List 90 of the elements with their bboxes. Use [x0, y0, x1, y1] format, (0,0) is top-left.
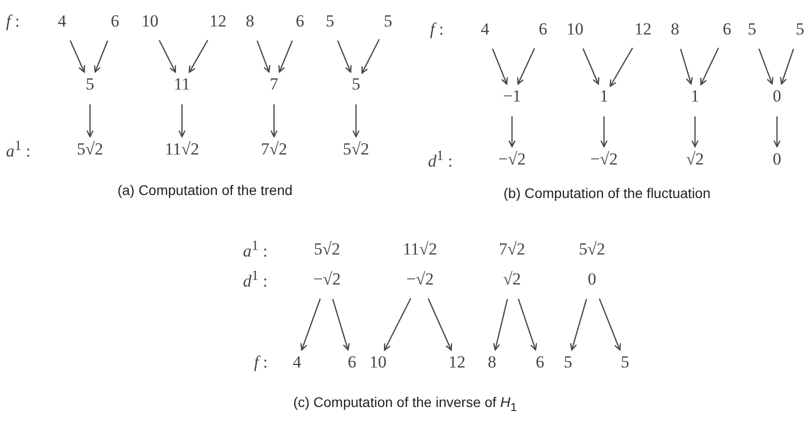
arrow [508, 116, 516, 148]
value-text: 8 [246, 12, 254, 32]
arrow [70, 40, 86, 73]
value-text: 12 [448, 354, 466, 372]
arrow [598, 298, 621, 351]
arrow [278, 40, 293, 73]
value-text: −√2 [590, 150, 618, 170]
value-text: 5√2 [76, 140, 104, 160]
row-label: d$^{1}$ : [428, 148, 453, 172]
value-text: 4 [58, 12, 66, 32]
value-text: 6 [536, 354, 544, 372]
value-text: 5 [564, 354, 572, 372]
value-text: 1 [600, 88, 608, 106]
arrow [188, 40, 208, 73]
arrow [361, 39, 380, 74]
arrow [337, 40, 352, 73]
row-label: d$^{1}$ : [243, 268, 268, 292]
caption: (c) Computation of the inverse of H$_{1}$ [293, 394, 517, 414]
value-text: 11√2 [402, 240, 438, 260]
value-text: 6 [348, 354, 356, 372]
value-text: −√2 [313, 270, 341, 290]
value-text: 5 [326, 12, 334, 32]
value-text: 6 [296, 12, 304, 32]
arrow [86, 104, 94, 138]
arrow [332, 298, 350, 350]
arrow [780, 48, 794, 84]
value-text: 12 [210, 12, 226, 32]
arrow [680, 48, 693, 84]
value-text: √2 [503, 270, 521, 290]
value-text: 1 [690, 88, 700, 106]
value-text: 5 [796, 20, 804, 40]
value-text: 12 [634, 20, 652, 40]
value-text: 7 [270, 76, 278, 94]
value-text: 5√2 [342, 140, 370, 160]
value-text: 8 [670, 20, 680, 40]
value-text: 7√2 [260, 140, 288, 160]
value-text: 6 [538, 20, 548, 40]
row-label: f : [254, 354, 268, 372]
arrow [570, 298, 588, 350]
arrow [94, 40, 108, 73]
value-text: 5 [86, 76, 94, 94]
arrow [758, 48, 774, 84]
arrow [493, 298, 508, 350]
value-text: 7√2 [498, 240, 526, 260]
arrow [700, 48, 719, 86]
arrow [270, 104, 278, 138]
value-text: 6 [110, 12, 120, 32]
arrow [610, 48, 634, 87]
value-text: −√2 [498, 150, 526, 170]
value-text: 11√2 [164, 140, 200, 160]
arrow [384, 298, 412, 351]
arrow [158, 40, 176, 73]
arrow [582, 48, 600, 85]
row-label: a$^{1}$ : [243, 238, 268, 262]
value-text: 11 [174, 76, 190, 94]
value-text: 5√2 [578, 240, 606, 260]
value-text: 4 [292, 354, 302, 372]
row-label: a$^{1}$ : [6, 138, 31, 162]
arrow [428, 298, 452, 351]
value-text: 4 [480, 20, 490, 40]
value-text: −1 [502, 88, 522, 106]
arrow [773, 116, 781, 148]
value-text: √2 [686, 150, 704, 170]
arrow [600, 116, 608, 148]
value-text: 10 [142, 12, 158, 32]
arrow [256, 40, 270, 73]
value-text: 0 [772, 150, 782, 170]
value-text: −√2 [406, 270, 434, 290]
arrow [518, 298, 538, 350]
value-text: 10 [370, 354, 386, 372]
arrow [352, 104, 360, 138]
row-label: f : [6, 12, 20, 32]
value-text: 5√2 [314, 240, 340, 260]
value-text: 10 [566, 20, 584, 40]
value-text: 5 [384, 12, 392, 32]
arrow [300, 298, 321, 350]
value-text: 0 [772, 88, 782, 106]
caption: (a) Computation of the trend [117, 182, 293, 198]
value-text: 5 [620, 354, 630, 372]
arrow [691, 116, 699, 148]
caption: (b) Computation of the fluctuation [504, 185, 710, 201]
value-text: 0 [588, 270, 596, 290]
value-text: 5 [352, 76, 360, 94]
row-label: f : [430, 20, 444, 40]
arrow [492, 48, 508, 85]
arrow [517, 48, 536, 85]
arrow [178, 104, 186, 138]
value-text: 5 [748, 20, 756, 40]
value-text: 8 [488, 354, 496, 372]
value-text: 6 [722, 20, 732, 40]
